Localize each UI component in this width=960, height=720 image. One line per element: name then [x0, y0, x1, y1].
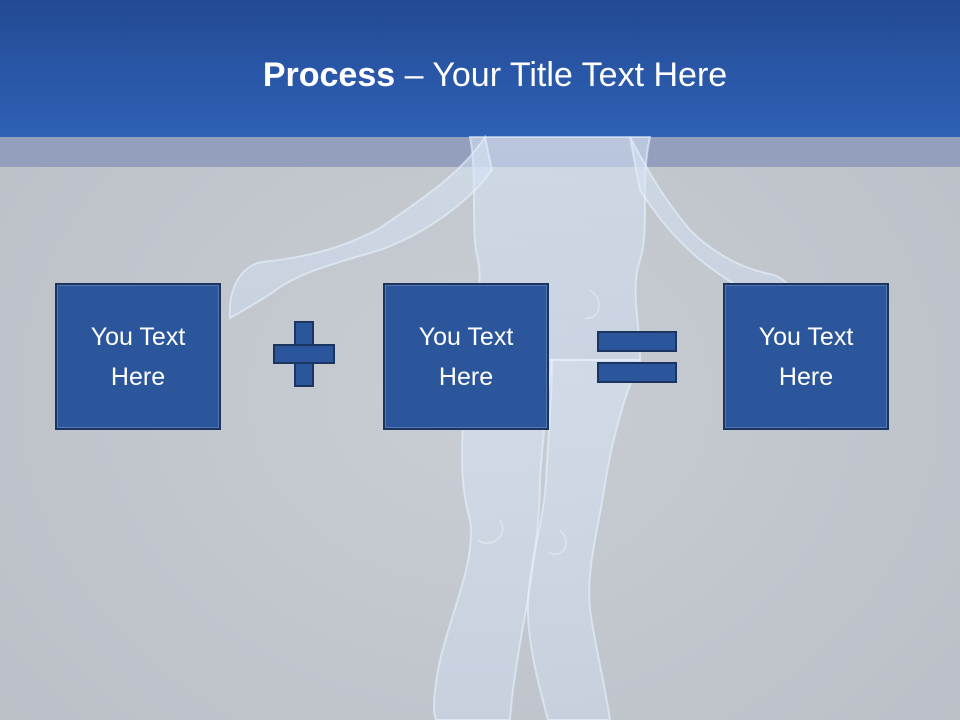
slide-title: Process – Your Title Text Here — [0, 52, 960, 98]
process-box-3: You Text Here — [723, 283, 889, 430]
process-box-label: You Text Here — [90, 322, 186, 391]
equals-icon — [597, 331, 677, 383]
process-box-2: You Text Here — [383, 283, 549, 430]
process-box-1: You Text Here — [55, 283, 221, 430]
title-dash: – — [395, 56, 433, 94]
title-rest: Your Title Text Here — [432, 56, 728, 94]
process-box-label: You Text Here — [758, 322, 854, 391]
process-box-label: You Text Here — [418, 322, 514, 391]
header-bar — [0, 0, 960, 137]
title-bold: Process — [262, 56, 396, 94]
plus-icon — [273, 321, 335, 387]
